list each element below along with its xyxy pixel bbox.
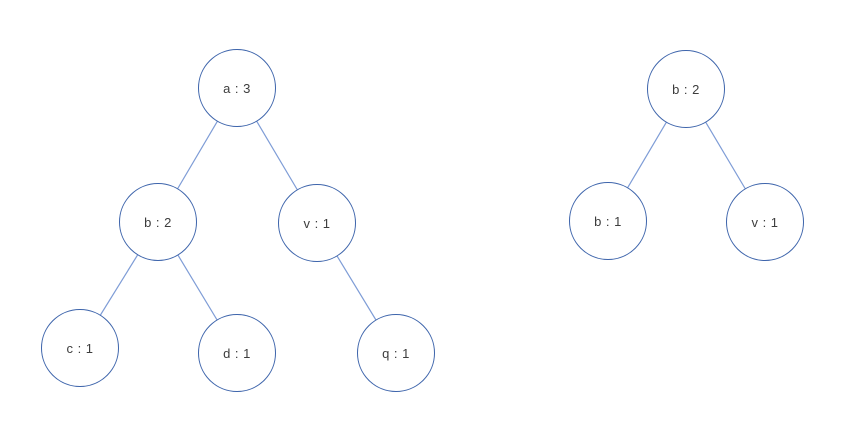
tree-node-right-b2: b : 2 — [647, 50, 725, 128]
node-label: b : 2 — [672, 81, 700, 97]
tree-node-d1: d : 1 — [198, 314, 276, 392]
node-label: d : 1 — [223, 345, 251, 361]
node-label: v : 1 — [751, 214, 779, 230]
node-label: b : 1 — [594, 213, 622, 229]
tree-node-b2: b : 2 — [119, 183, 197, 261]
tree-node-right-v1: v : 1 — [726, 183, 804, 261]
tree-node-a3: a : 3 — [198, 49, 276, 127]
tree-node-c1: c : 1 — [41, 309, 119, 387]
tree-node-right-b1: b : 1 — [569, 182, 647, 260]
node-label: v : 1 — [303, 215, 331, 231]
node-label: a : 3 — [223, 80, 251, 96]
tree-node-v1: v : 1 — [278, 184, 356, 262]
node-label: c : 1 — [66, 340, 94, 356]
node-label: q : 1 — [382, 345, 410, 361]
node-label: b : 2 — [144, 214, 172, 230]
tree-node-q1: q : 1 — [357, 314, 435, 392]
